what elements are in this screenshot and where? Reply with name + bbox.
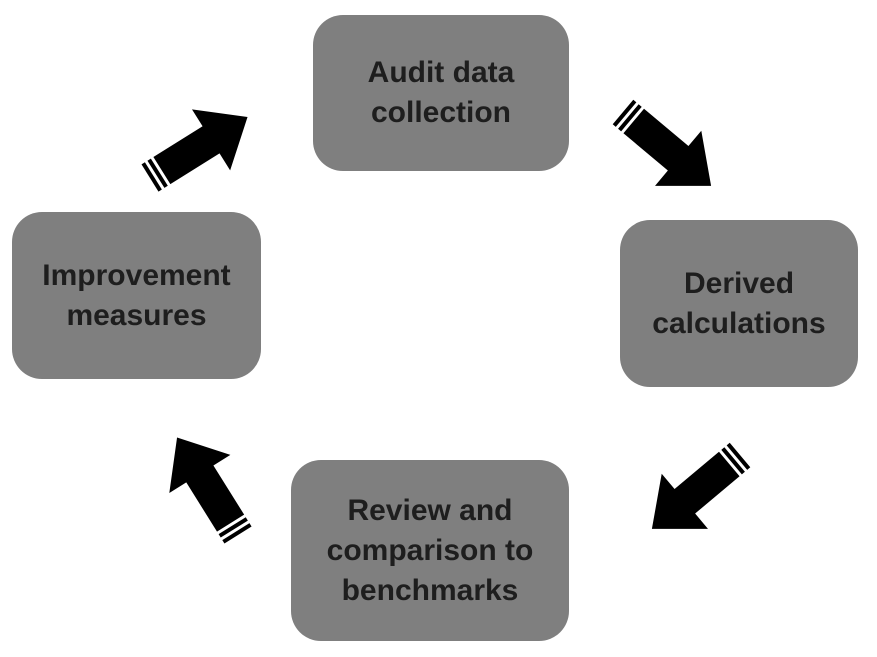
arrow-icon [146,418,269,555]
node-label: Derived calculations [652,266,826,340]
node-label: Review and comparison to benchmarks [326,493,534,607]
node-label: Improvement measures [42,258,231,332]
node-audit-data-collection: Audit data collection [313,15,569,171]
node-review-and-comparison: Review and comparison to benchmarks [291,460,569,641]
node-improvement-measures: Improvement measures [12,212,261,379]
arrow-icon [130,86,267,209]
arrow-icon [628,427,764,557]
node-derived-calculations: Derived calculations [620,220,858,387]
node-label: Audit data collection [367,56,515,129]
arrow-icon [599,84,735,214]
